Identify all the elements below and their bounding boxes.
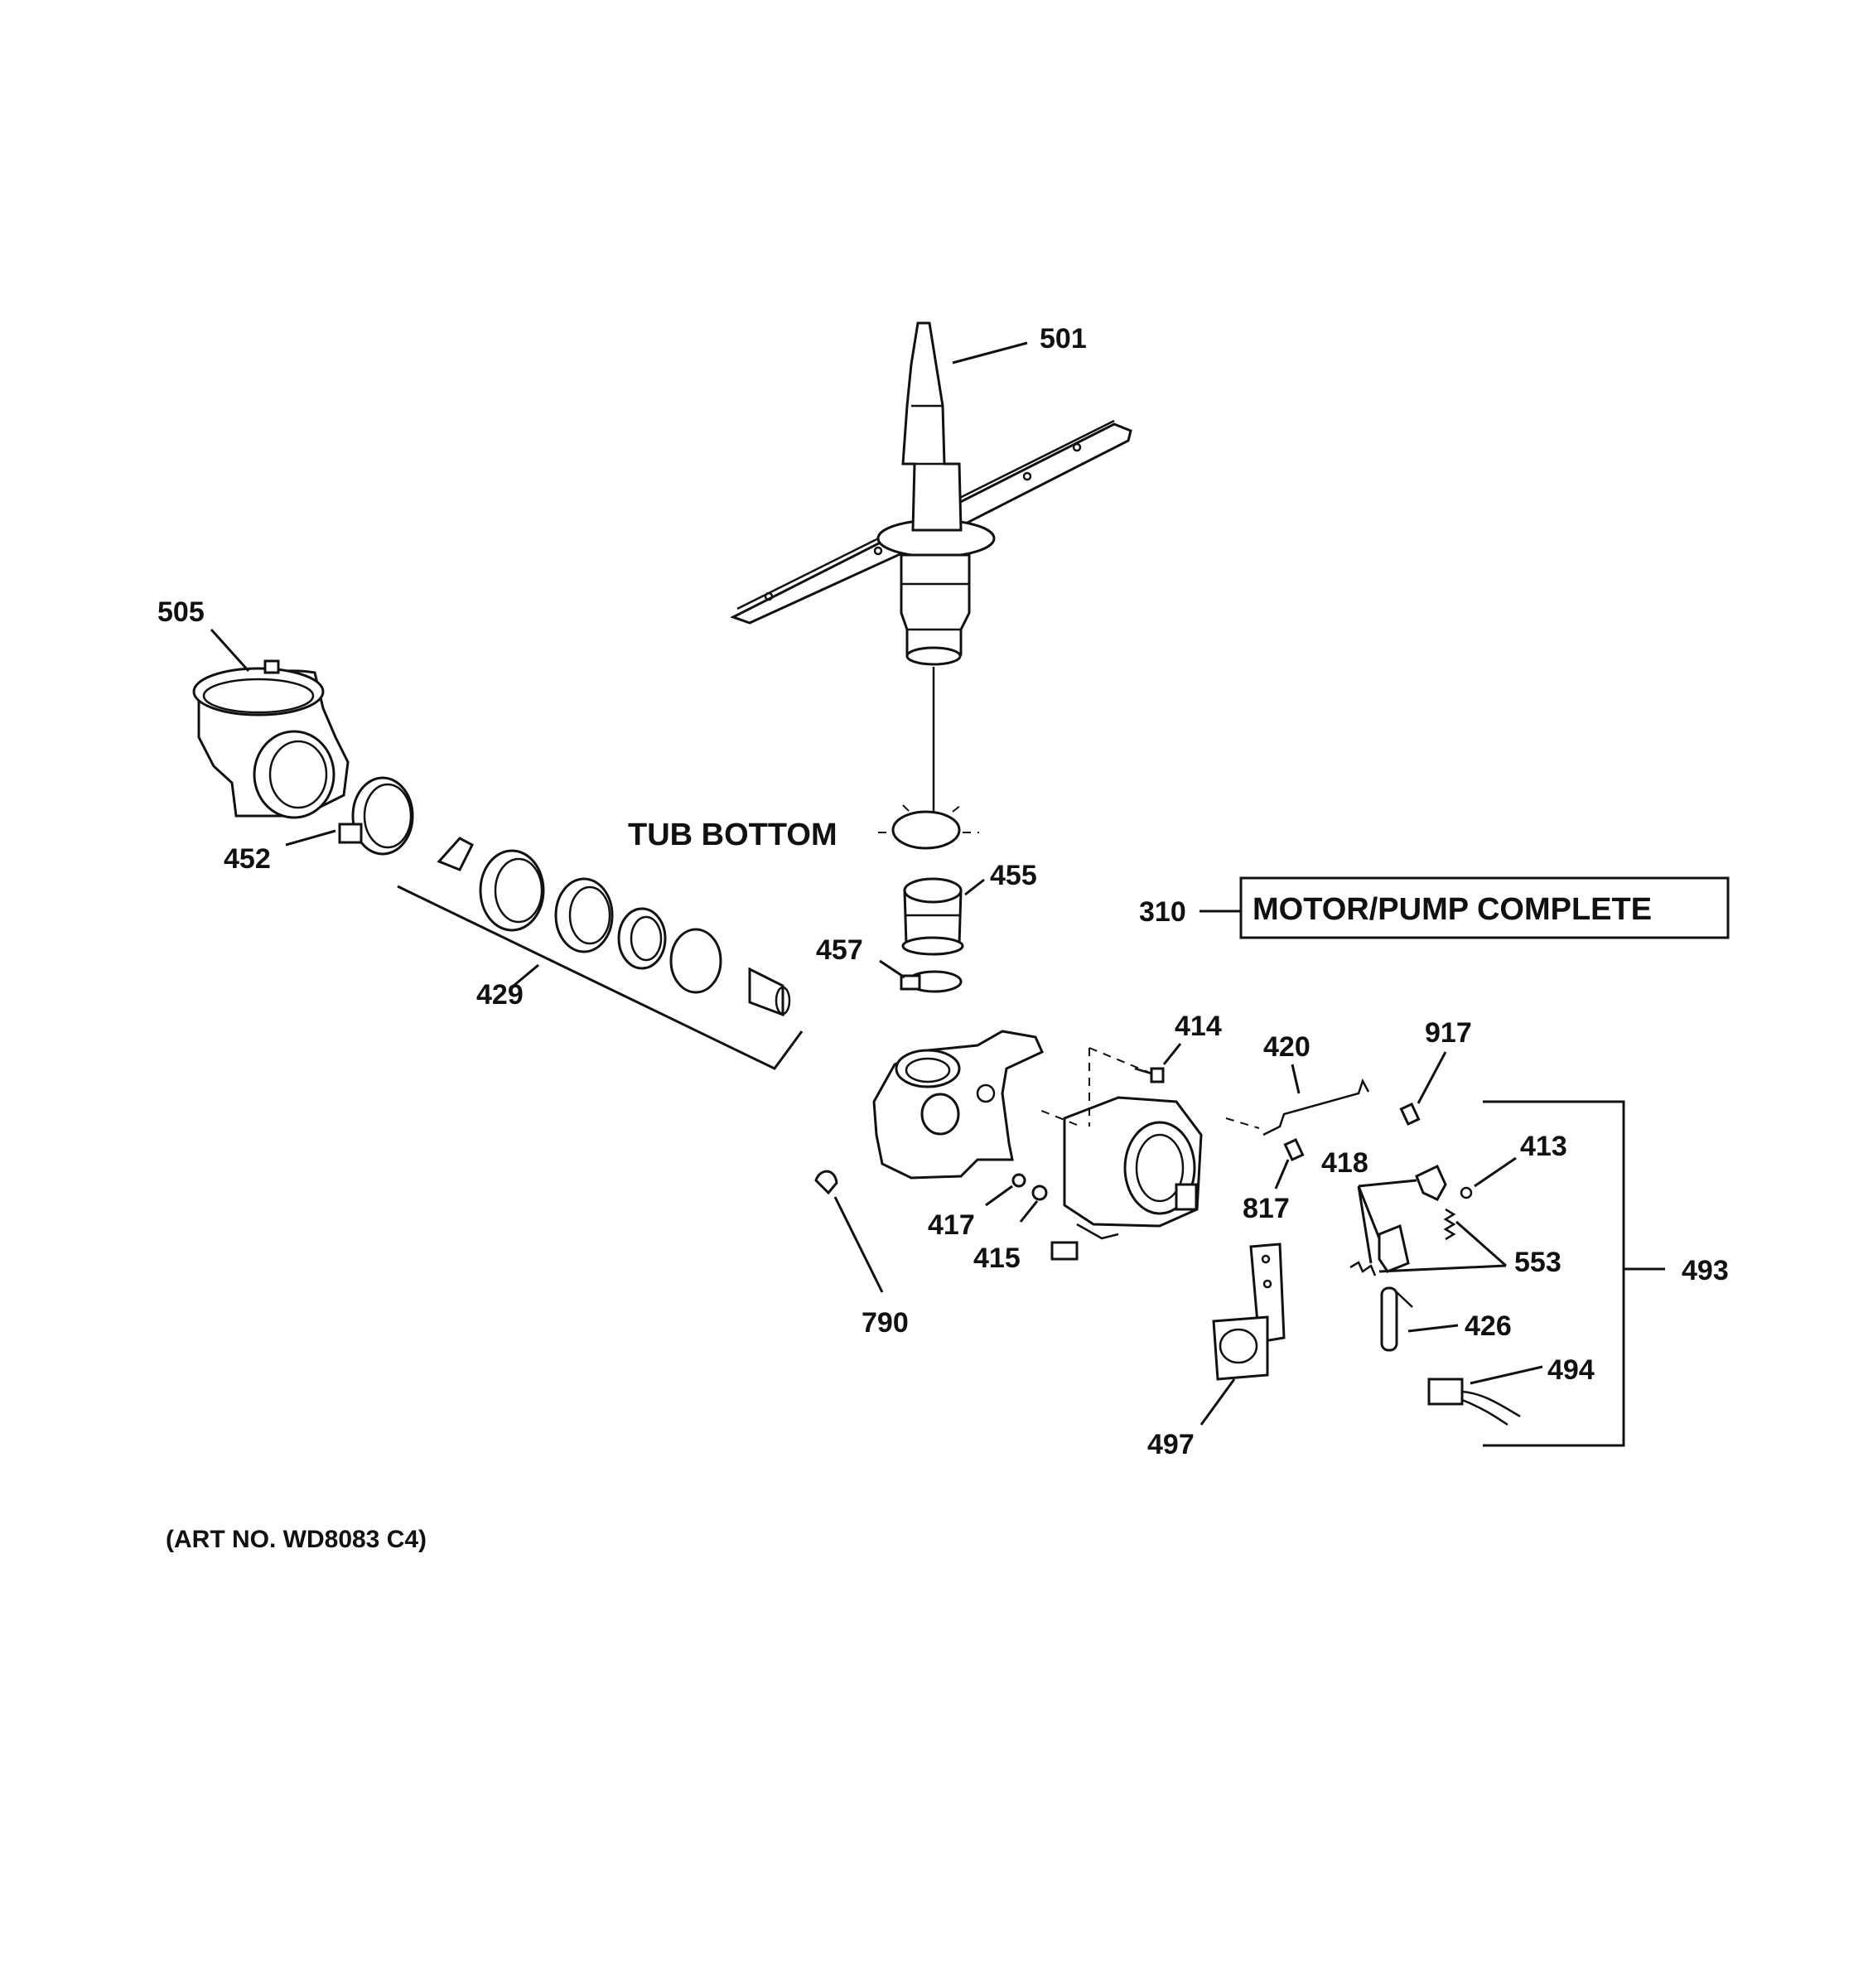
label-790: 790 — [862, 1307, 909, 1339]
part-817-screw — [1283, 1137, 1305, 1162]
label-426: 426 — [1465, 1310, 1512, 1342]
leader-413 — [1474, 1156, 1517, 1188]
label-455: 455 — [990, 860, 1037, 891]
leader-429 — [513, 963, 539, 987]
leader-505 — [210, 628, 250, 673]
label-817: 817 — [1243, 1193, 1290, 1224]
part-414-screw — [1134, 1067, 1165, 1083]
part-494-wire-harness — [1427, 1378, 1521, 1426]
tub-bottom-ring — [878, 804, 979, 850]
part-418-lever — [1378, 1164, 1447, 1273]
part-429-filter-assembly — [437, 837, 791, 1017]
part-790-clip — [814, 1170, 838, 1195]
label-414: 414 — [1175, 1011, 1222, 1042]
leader-420 — [1291, 1064, 1301, 1094]
part-415-nut — [1031, 1185, 1048, 1201]
leader-457 — [879, 959, 905, 979]
leader-497 — [1199, 1378, 1236, 1426]
leader-790 — [833, 1196, 884, 1293]
label-505: 505 — [157, 596, 205, 628]
part-417-washer — [1011, 1173, 1026, 1188]
leader-917 — [1417, 1051, 1447, 1104]
bracket-429 — [397, 885, 804, 1070]
label-501: 501 — [1040, 323, 1087, 355]
bracket-493 — [1483, 1100, 1625, 1447]
leader-455 — [964, 878, 985, 896]
label-457: 457 — [816, 934, 863, 966]
leader-415 — [1019, 1200, 1039, 1223]
leader-418 — [1357, 1179, 1417, 1264]
part-420-rod — [1262, 1078, 1370, 1136]
part-452-ring — [338, 776, 414, 856]
part-413-clip — [1460, 1186, 1473, 1199]
pump-motor — [1050, 1096, 1203, 1261]
part-553-springs — [1349, 1208, 1456, 1276]
label-452: 452 — [224, 843, 271, 875]
leader-414 — [1162, 1043, 1182, 1065]
label-917: 917 — [1425, 1017, 1472, 1049]
part-505-sump-housing — [192, 659, 350, 819]
label-553: 553 — [1514, 1247, 1561, 1278]
label-418: 418 — [1321, 1147, 1368, 1179]
motor-pump-complete-caption: MOTOR/PUMP COMPLETE — [1253, 892, 1652, 927]
label-429: 429 — [476, 979, 524, 1011]
part-497-solenoid — [1212, 1242, 1286, 1381]
art-number: (ART NO. WD8083 C4) — [166, 1526, 427, 1553]
leader-553 — [1378, 1220, 1507, 1273]
label-310: 310 — [1139, 896, 1186, 928]
rod-dash-line — [1225, 1117, 1260, 1129]
leader-501 — [952, 341, 1028, 364]
label-417: 417 — [928, 1209, 975, 1241]
leader-426 — [1407, 1324, 1459, 1333]
label-420: 420 — [1263, 1031, 1310, 1063]
part-455-sleeve — [901, 877, 964, 956]
part-917-screw — [1399, 1102, 1421, 1127]
label-493: 493 — [1682, 1255, 1729, 1286]
motor-pump-complete-box — [1239, 876, 1730, 939]
tub-bottom-caption: TUB BOTTOM — [628, 818, 837, 852]
part-426-pin — [1380, 1286, 1413, 1352]
leader-494 — [1470, 1365, 1543, 1385]
leader-817 — [1274, 1159, 1290, 1189]
part-457-clamp — [900, 970, 963, 993]
part-501-wash-arm — [730, 321, 1132, 666]
leader-452 — [285, 829, 336, 847]
leader-417 — [985, 1185, 1013, 1207]
label-413: 413 — [1520, 1131, 1567, 1162]
pump-housing — [872, 1030, 1044, 1180]
label-494: 494 — [1547, 1354, 1595, 1386]
label-497: 497 — [1147, 1429, 1195, 1460]
label-415: 415 — [973, 1242, 1021, 1274]
